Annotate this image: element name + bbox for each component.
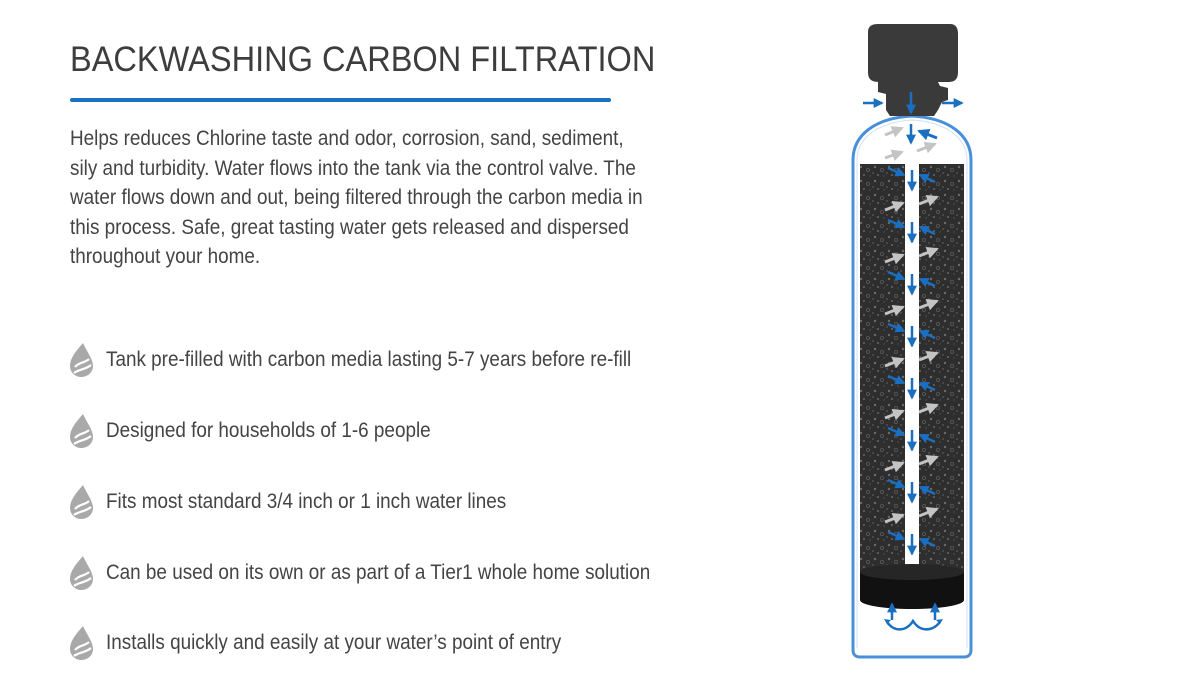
intro-paragraph: Helps reduces Chlorine taste and odor, c… bbox=[70, 127, 643, 268]
water-drop-icon bbox=[70, 626, 93, 660]
carbon-filter-tank-diagram bbox=[851, 24, 973, 659]
feature-label: Installs quickly and easily at your wate… bbox=[106, 631, 562, 654]
bottom-flow-arrows bbox=[884, 602, 943, 631]
flow-arrows bbox=[884, 166, 939, 556]
carbon-media-left bbox=[860, 164, 905, 576]
riser-tube bbox=[905, 164, 919, 576]
feature-item: Tank pre-filled with carbon media lastin… bbox=[66, 340, 690, 380]
water-drop-icon bbox=[70, 414, 93, 448]
feature-label: Fits most standard 3/4 inch or 1 inch wa… bbox=[106, 490, 507, 513]
feature-label: Tank pre-filled with carbon media lastin… bbox=[106, 348, 632, 371]
water-drop-icon bbox=[70, 485, 93, 519]
feature-item: Designed for households of 1-6 people bbox=[66, 411, 467, 451]
gravel-bed bbox=[860, 564, 964, 609]
page-title: BACKWASHING CARBON FILTRATION bbox=[70, 40, 656, 79]
title-underline bbox=[70, 98, 611, 102]
water-drop-icon bbox=[70, 556, 93, 590]
feature-item: Installs quickly and easily at your wate… bbox=[66, 623, 612, 663]
water-drop-icon bbox=[70, 343, 93, 377]
feature-label: Designed for households of 1-6 people bbox=[106, 419, 431, 442]
feature-label: Can be used on its own or as part of a T… bbox=[106, 561, 651, 584]
feature-item: Can be used on its own or as part of a T… bbox=[66, 553, 711, 593]
feature-item: Fits most standard 3/4 inch or 1 inch wa… bbox=[66, 482, 551, 522]
control-valve bbox=[868, 24, 958, 116]
